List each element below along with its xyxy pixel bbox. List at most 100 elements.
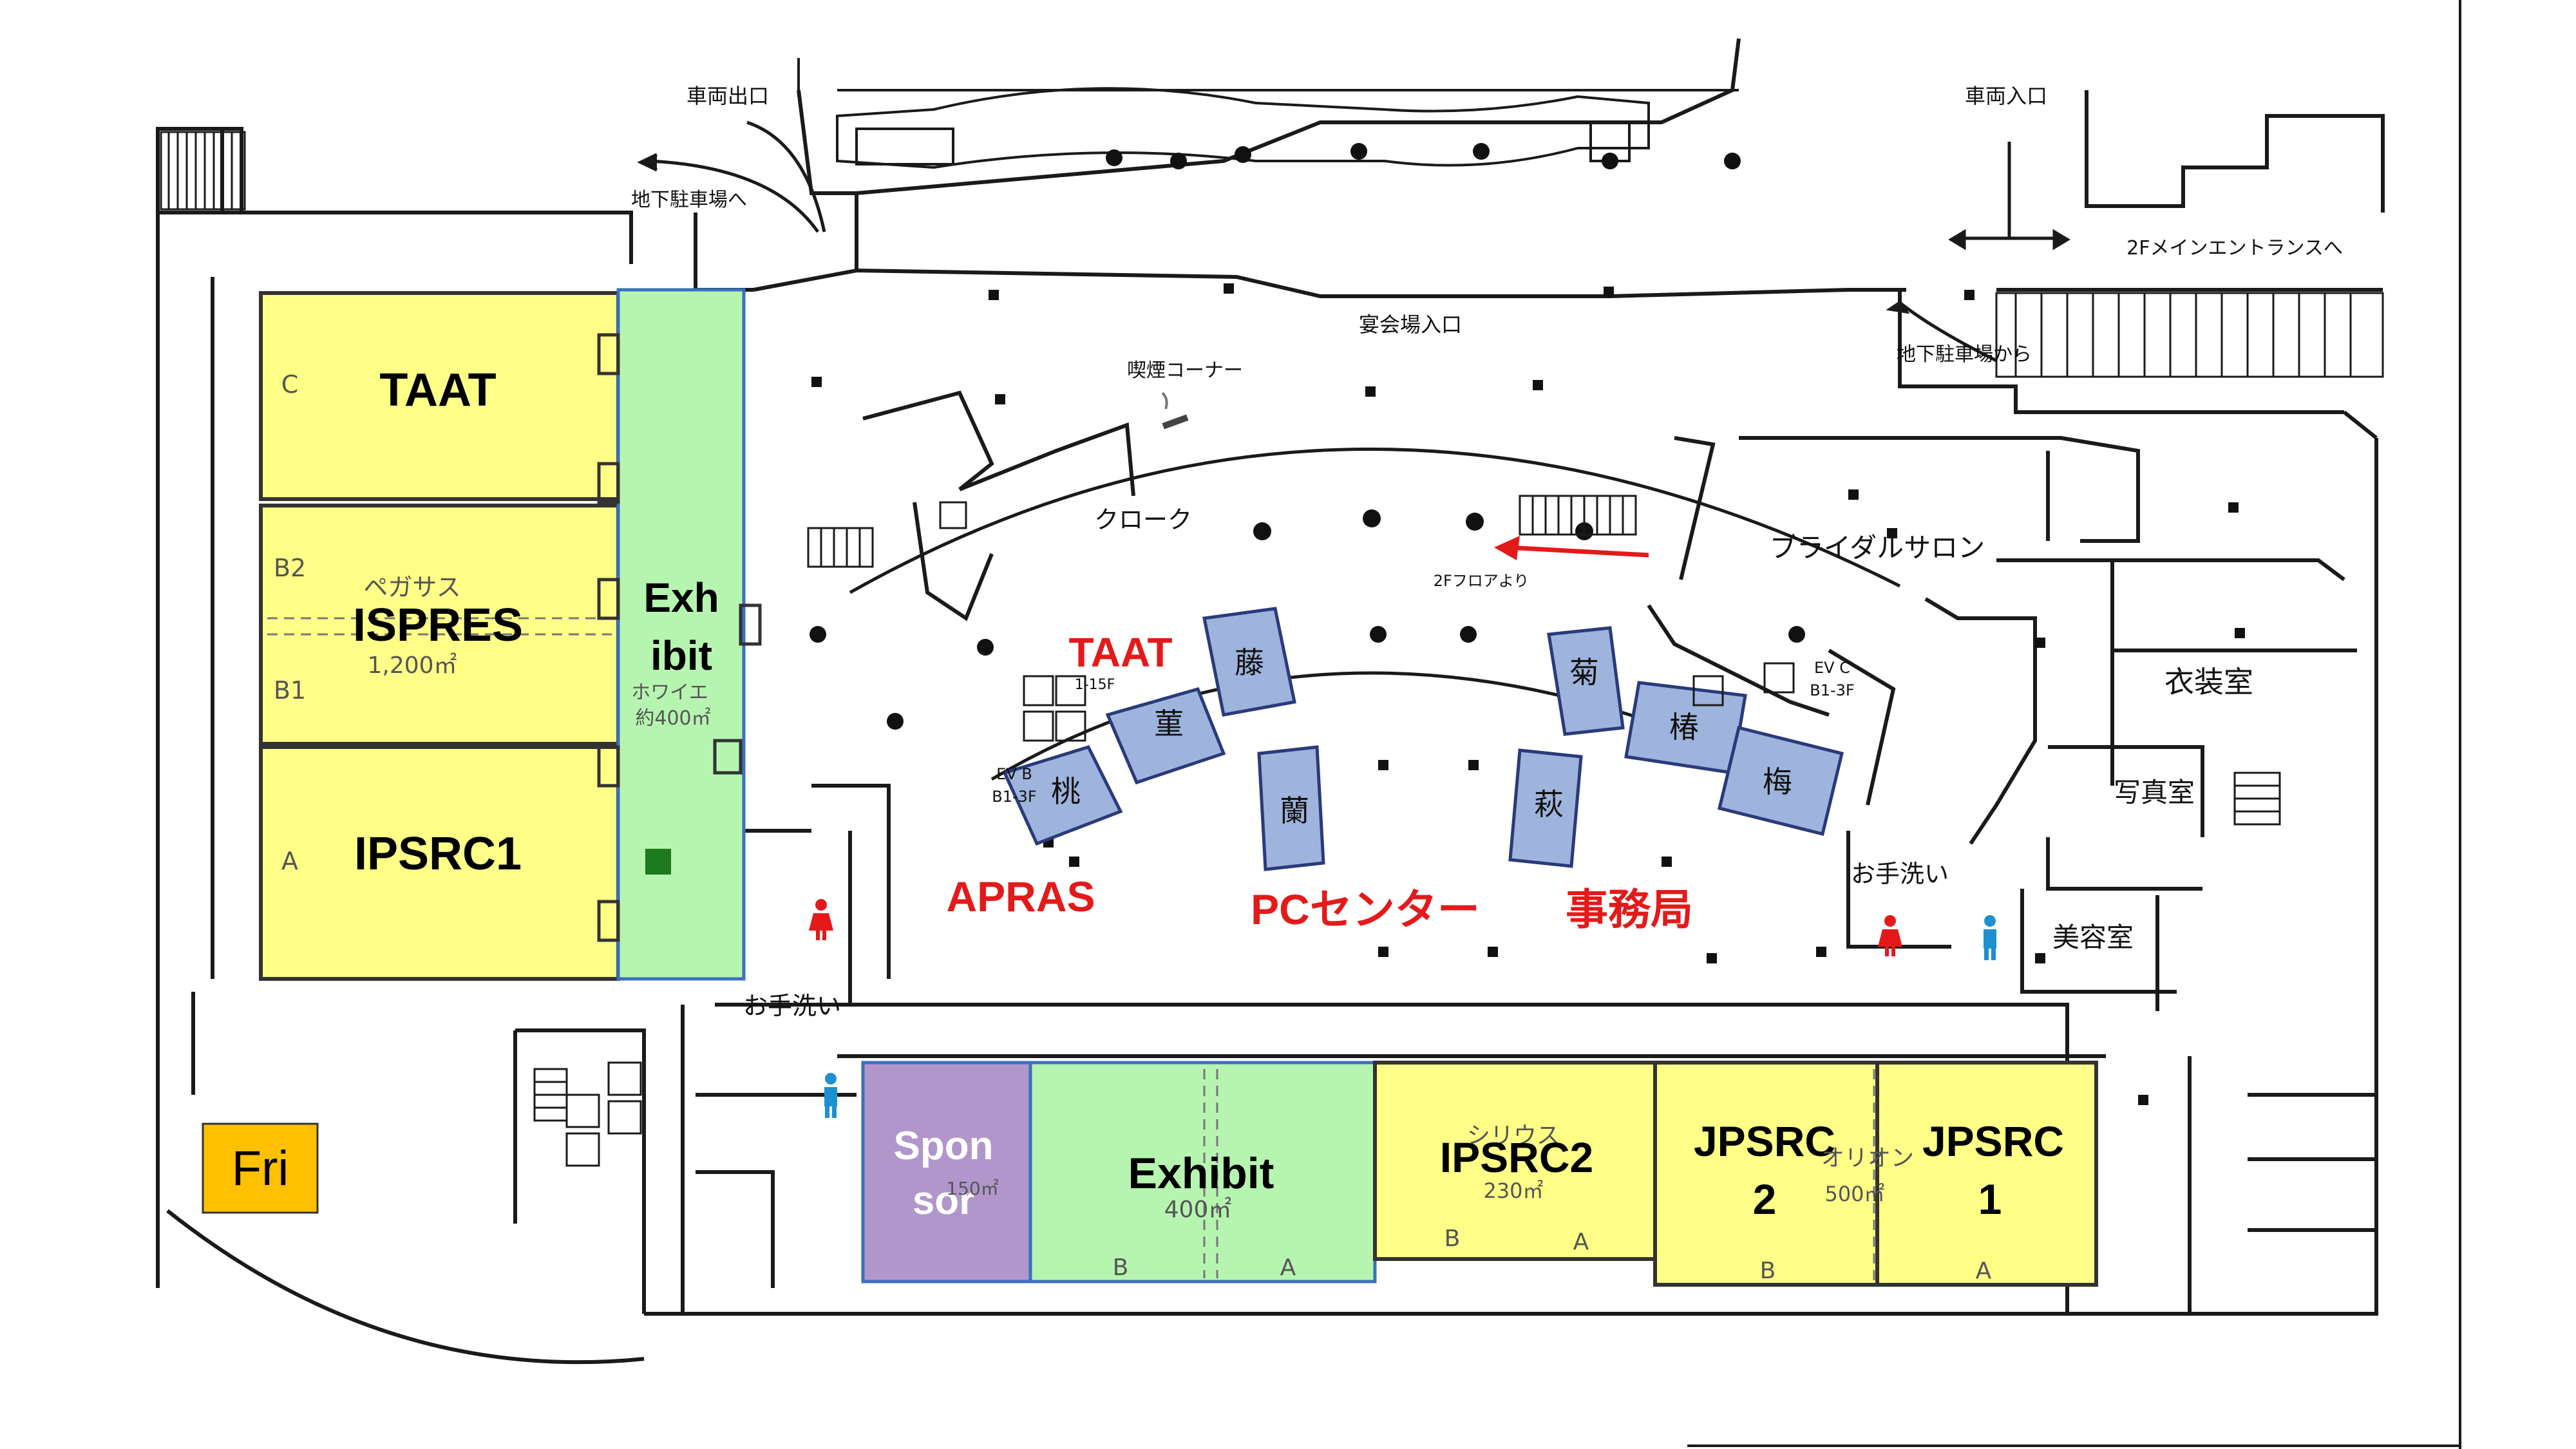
- hall-exhibit-south-label: Exhibit: [1128, 1149, 1274, 1198]
- top-area-labels: 車両出口 車両入口 地下駐車場へ 地下駐車場から 2Fメインエントランスへ 宴会…: [631, 84, 2343, 382]
- hall-exhibit-west-area: 約400㎡: [635, 707, 710, 730]
- ev-c-floors: B1-3F: [1810, 681, 1854, 699]
- hall-exhibit-west-label-2: ibit: [650, 632, 712, 679]
- ev-a-floors: 1-15F: [1075, 677, 1115, 693]
- room-tsubaki-label: 椿: [1669, 710, 1699, 744]
- hall-jpsrc1-label-1: JPSRC: [1922, 1117, 2064, 1165]
- vehicle-exit-label: 車両出口: [687, 84, 769, 108]
- costume-room-label: 衣装室: [2164, 665, 2253, 699]
- building-walls: [156, 0, 2461, 1449]
- hall-taat[interactable]: TAAT C: [259, 291, 620, 501]
- hall-sponsor[interactable]: Spon sor 150㎡: [861, 1061, 1032, 1283]
- room-fuji[interactable]: 藤: [1202, 607, 1296, 717]
- floor-arrow: [1494, 536, 1649, 560]
- bridal-salon-label: ブライダルサロン: [1770, 532, 1985, 564]
- east-labels: ブライダルサロン 衣装室 写真室 美容室: [1770, 532, 2253, 953]
- hall-jpsrc2-label-2: 2: [1753, 1175, 1777, 1223]
- hall-exhibit-south[interactable]: Exhibit 400㎡ B A: [1028, 1061, 1377, 1283]
- room-hagi-label: 萩: [1534, 787, 1564, 822]
- hall-ispres-section-b2: B2: [274, 554, 306, 582]
- hall-exhibit-west-label-1: Exh: [643, 574, 719, 621]
- parking-ramp-right: [1995, 292, 2384, 378]
- banquet-entrance-label: 宴会場入口: [1359, 312, 1462, 337]
- restroom-labels: お手洗い お手洗い: [743, 860, 1949, 1020]
- photo-studio-label: 写真室: [2114, 777, 2195, 808]
- stairs: [533, 527, 2281, 1122]
- room-sumire-label: 菫: [1154, 706, 1184, 741]
- room-kiku-label: 菊: [1569, 655, 1599, 690]
- room-hagi[interactable]: 萩: [1508, 748, 1583, 868]
- ev-b-label: EV B: [996, 765, 1032, 783]
- secretariat-label: 事務局: [1566, 886, 1693, 933]
- hall-exhibit-west-foyer: ホワイエ: [631, 681, 708, 704]
- center-labels: クローク 2Fフロアより TAAT 1-15F EV B B1-3F EV C …: [946, 506, 1854, 933]
- vehicle-entrance-label: 車両入口: [1965, 84, 2047, 108]
- hall-exhibit-west[interactable]: Exh ibit ホワイエ 約400㎡: [597, 288, 762, 981]
- traffic-arrows: [637, 120, 2070, 363]
- hall-jpsrc1-old-name: オリオン: [1821, 1145, 1914, 1171]
- hall-jpsrc2[interactable]: JPSRC 2 B: [1653, 1061, 1879, 1287]
- room-ran[interactable]: 蘭: [1257, 745, 1325, 871]
- hall-jpsrc1-label-2: 1: [1978, 1175, 2002, 1223]
- hall-ipsrc2-old-name: シリウス: [1467, 1122, 1560, 1149]
- hall-jpsrc1-section-a: A: [1976, 1258, 1992, 1284]
- from-2f-floor-label: 2Fフロアより: [1434, 572, 1530, 590]
- hall-ipsrc2[interactable]: シリウス IPSRC2 230㎡ B A: [1373, 1061, 1657, 1261]
- ev-c-label: EV C: [1814, 659, 1850, 677]
- room-sumire[interactable]: 菫: [1105, 687, 1226, 785]
- hall-taat-section: C: [281, 370, 299, 399]
- room-fuji-label: 藤: [1235, 645, 1264, 680]
- from-underground-parking-label: 地下駐車場から: [1897, 343, 2032, 366]
- restroom-label-east: お手洗い: [1851, 860, 1949, 888]
- to-underground-parking-label: 地下駐車場へ: [631, 189, 747, 211]
- hall-ipsrc2-area: 230㎡: [1483, 1179, 1543, 1203]
- room-tsubaki[interactable]: 椿: [1624, 681, 1747, 775]
- hall-ispres-section-b1: B1: [274, 676, 306, 705]
- female-restroom-icon: [809, 899, 1902, 956]
- beauty-salon-label: 美容室: [2052, 922, 2134, 953]
- hall-exhibit-south-section-b: B: [1113, 1255, 1129, 1281]
- male-restroom-icon: [824, 915, 1996, 1118]
- room-ume-label: 梅: [1763, 764, 1792, 799]
- hall-ipsrc2-label: IPSRC2: [1440, 1133, 1593, 1181]
- taat-red-label: TAAT: [1068, 629, 1172, 676]
- hall-sponsor-label-2: sor: [913, 1179, 974, 1223]
- hall-ispres[interactable]: ペガサス ISPRES 1,200㎡ B2 B1: [259, 504, 620, 746]
- hall-ipsrc2-section-b: B: [1444, 1226, 1461, 1252]
- escalator: [1519, 495, 1637, 536]
- room-momo-label: 桃: [1051, 774, 1081, 809]
- hall-ispres-area: 1,200㎡: [367, 652, 457, 679]
- hall-taat-label: TAAT: [379, 365, 496, 416]
- room-ran-label: 蘭: [1280, 793, 1309, 828]
- hall-exhibit-south-section-a: A: [1280, 1255, 1296, 1281]
- hall-jpsrc1[interactable]: オリオン 500㎡ JPSRC 1 A: [1821, 1061, 2098, 1287]
- to-2f-main-entrance-label: 2Fメインエントランスへ: [2126, 237, 2343, 260]
- apras-label: APRAS: [946, 873, 1095, 920]
- hall-sponsor-label-1: Spon: [894, 1124, 994, 1168]
- room-momo[interactable]: 桃: [1002, 744, 1123, 846]
- hall-jpsrc2-section-b: B: [1760, 1258, 1776, 1284]
- hall-ipsrc1-section: A: [281, 847, 298, 875]
- hall-ipsrc1[interactable]: IPSRC1 A: [259, 745, 620, 981]
- elevators: [565, 501, 1795, 1167]
- hall-ispres-label: ISPRES: [353, 600, 523, 651]
- hall-jpsrc2-label-1: JPSRC: [1694, 1117, 1835, 1165]
- day-badge-label: Fri: [232, 1141, 289, 1196]
- room-ume[interactable]: 梅: [1717, 725, 1844, 837]
- pc-center-label: PCセンター: [1251, 886, 1480, 933]
- hall-jpsrc1-area: 500㎡: [1824, 1182, 1884, 1206]
- day-badge: Fri: [202, 1122, 319, 1214]
- hall-ispres-old-name: ペガサス: [363, 573, 460, 601]
- hall-ipsrc2-section-a: A: [1573, 1229, 1589, 1255]
- smoking-icon: [1161, 392, 1189, 430]
- cloak-label: クローク: [1094, 506, 1192, 534]
- restroom-label-south: お手洗い: [743, 992, 841, 1020]
- smoking-corner-label: 喫煙コーナー: [1127, 359, 1243, 382]
- hall-ipsrc1-label: IPSRC1: [354, 828, 522, 880]
- small-posts: [811, 283, 2245, 1105]
- hall-exhibit-south-area: 400㎡: [1164, 1196, 1232, 1223]
- small-meeting-rooms: 藤 菫 桃 蘭 菊 椿 梅 萩: [1002, 607, 1844, 871]
- structural-columns: [810, 143, 1805, 730]
- room-kiku[interactable]: 菊: [1547, 626, 1625, 736]
